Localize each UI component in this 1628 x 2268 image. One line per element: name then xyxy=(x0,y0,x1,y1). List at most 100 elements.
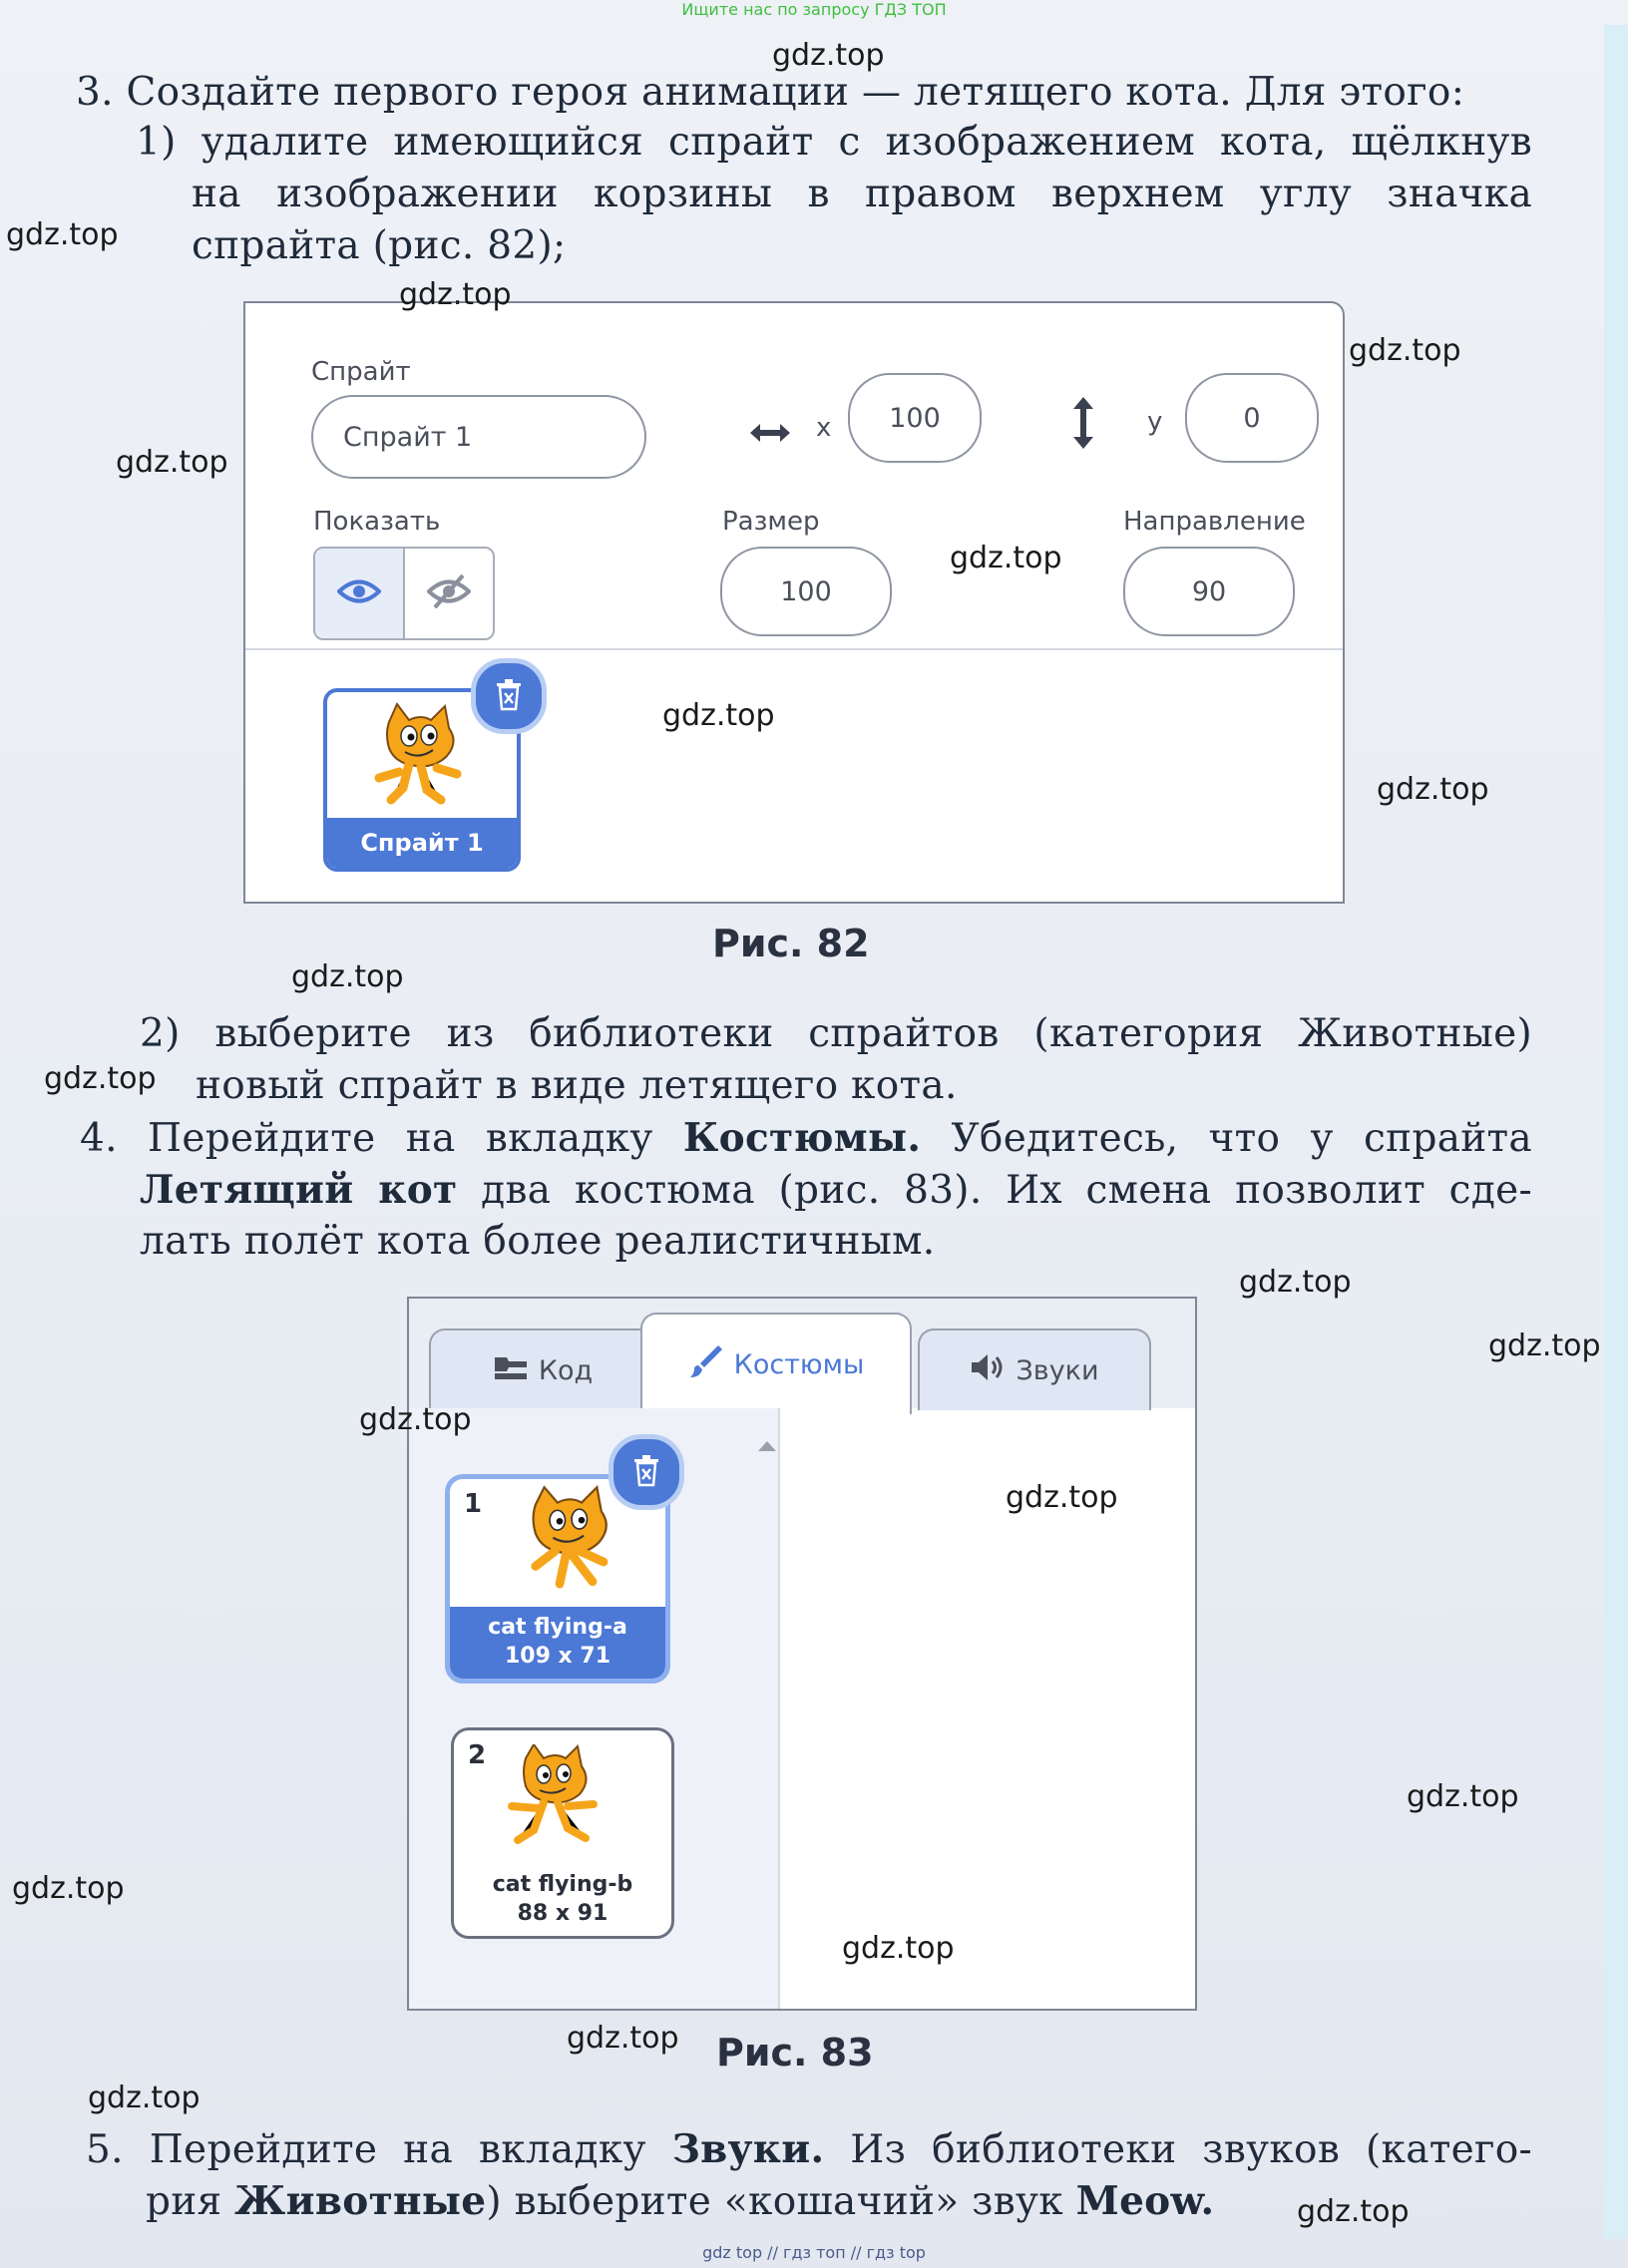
page-edge xyxy=(1604,25,1628,2239)
sprite-info-panel: Спрайт Спрайт 1 x 100 y 0 Показать xyxy=(243,301,1345,904)
costume-item-1[interactable]: 1 cat flying-a 109 x 71 xyxy=(445,1474,670,1684)
watermark: gdz.top xyxy=(1006,1480,1118,1515)
tab-sounds-label: Звуки xyxy=(1016,1354,1099,1386)
costume-item-2[interactable]: 2 cat flying-b 88 x 91 xyxy=(451,1727,674,1939)
task5-line2-c: ) выберите «кошачий» звук xyxy=(486,2179,1076,2224)
fig82-caption: Рис. 82 xyxy=(712,922,870,965)
y-field[interactable]: 0 xyxy=(1185,373,1319,463)
trash-icon xyxy=(631,1453,661,1491)
task4-line1-c: Убедитесь, что у спрайта xyxy=(921,1116,1532,1161)
watermark: gdz.top xyxy=(662,698,775,733)
show-button[interactable] xyxy=(315,549,405,638)
watermark: gdz.top xyxy=(291,959,404,994)
task5-line2: рия Животные) выберите «кошачий» звук Me… xyxy=(146,2178,1214,2224)
scroll-up-arrow-icon[interactable] xyxy=(756,1438,778,1457)
watermark: gdz.top xyxy=(359,1402,472,1437)
top-banner[interactable]: Ищите нас по запросу ГДЗ ТОП xyxy=(681,0,947,19)
watermark: gdz.top xyxy=(1488,1328,1601,1363)
task3-line1: 3. Создайте первого героя анимации — лет… xyxy=(76,70,1465,115)
show-label: Показать xyxy=(313,507,441,537)
task3-line2: 1) удалите имеющийся спрайт с изображени… xyxy=(136,120,1532,165)
code-icon xyxy=(493,1353,529,1388)
task4-line1-a: 4. Перейдите на вкладку xyxy=(80,1116,683,1161)
costume-info: cat flying-b 88 x 91 xyxy=(454,1870,671,1936)
task4-tab-costumes: Костюмы. xyxy=(682,1115,922,1161)
x-field[interactable]: 100 xyxy=(848,373,982,463)
size-value: 100 xyxy=(780,575,832,607)
task4-line2: Летящий кот два костюма (рис. 83). Их см… xyxy=(140,1167,1532,1213)
tab-code[interactable]: Код xyxy=(429,1328,656,1410)
hide-button[interactable] xyxy=(405,549,493,638)
size-field[interactable]: 100 xyxy=(720,547,892,636)
costume-name: cat flying-a xyxy=(488,1615,627,1640)
watermark: gdz.top xyxy=(1297,2194,1410,2229)
direction-label: Направление xyxy=(1123,507,1306,537)
task5-line1-c: Из библиотеки звуков (катего- xyxy=(824,2127,1533,2172)
task3-line4: спрайта (рис. 82); xyxy=(192,223,567,268)
task4-sprite-name: Летящий кот xyxy=(140,1167,458,1213)
vertical-arrows-icon xyxy=(1069,395,1097,455)
task5-tab-sounds: Звуки. xyxy=(671,2126,825,2172)
costume-size: 109 x 71 xyxy=(504,1644,611,1669)
delete-sprite-button[interactable] xyxy=(471,658,547,734)
cat-flying-a-icon xyxy=(516,1484,625,1599)
task3-line5: 2) выберите из библиотеки спрайтов (кате… xyxy=(140,1011,1532,1056)
watermark: gdz.top xyxy=(1377,772,1489,807)
costume-name: cat flying-b xyxy=(492,1872,633,1897)
costume-number: 2 xyxy=(468,1740,487,1770)
brush-icon xyxy=(688,1343,724,1386)
sprite-name-field[interactable]: Спрайт 1 xyxy=(311,395,646,479)
watermark: gdz.top xyxy=(44,1061,157,1096)
task3-line5-text: 2) выберите из библиотеки спрайтов (кате… xyxy=(140,1011,1532,1056)
watermark: gdz.top xyxy=(116,445,228,480)
sprite-thumbnail-name: Спрайт 1 xyxy=(327,818,517,868)
task3-line6: новый спрайт в виде летящего кота. xyxy=(196,1063,958,1108)
task5-line1: 5. Перейдите на вкладку Звуки. Из библио… xyxy=(86,2126,1532,2172)
tab-code-label: Код xyxy=(538,1354,594,1386)
eye-icon xyxy=(336,576,382,610)
watermark: gdz.top xyxy=(842,1931,955,1966)
fig83-caption: Рис. 83 xyxy=(716,2031,874,2075)
direction-value: 90 xyxy=(1191,575,1227,607)
y-value: 0 xyxy=(1243,402,1261,434)
direction-field[interactable]: 90 xyxy=(1123,547,1295,636)
watermark: gdz.top xyxy=(6,217,119,252)
trash-icon xyxy=(494,677,524,715)
costume-info: cat flying-a 109 x 71 xyxy=(450,1607,665,1679)
watermark: gdz.top xyxy=(1239,1265,1352,1300)
costumes-panel: Код Костюмы Звуки 1 xyxy=(407,1297,1197,2011)
task5-line1-a: 5. Перейдите на вкладку xyxy=(86,2127,672,2172)
x-value: 100 xyxy=(889,402,941,434)
panel-divider xyxy=(245,648,1343,650)
speaker-icon xyxy=(970,1351,1006,1390)
costume-number: 1 xyxy=(464,1489,483,1519)
size-label: Размер xyxy=(722,507,820,537)
delete-costume-button[interactable] xyxy=(609,1434,684,1510)
tab-costumes[interactable]: Костюмы xyxy=(640,1313,912,1414)
costume-size: 88 x 91 xyxy=(517,1901,609,1926)
tab-costumes-label: Костюмы xyxy=(733,1348,865,1380)
sprite-label: Спрайт xyxy=(311,357,411,387)
x-label: x xyxy=(816,413,832,443)
tab-sounds[interactable]: Звуки xyxy=(918,1328,1151,1410)
task4-line1: 4. Перейдите на вкладку Костюмы. Убедите… xyxy=(80,1115,1532,1161)
watermark: gdz.top xyxy=(12,1871,125,1906)
task3-line3: на изображении корзины в правом верхнем … xyxy=(192,172,1532,216)
sprite-thumbnail[interactable]: Спрайт 1 xyxy=(323,688,521,872)
watermark: gdz.top xyxy=(88,2080,201,2115)
watermark: gdz.top xyxy=(1349,333,1461,368)
task4-line3: лать полёт кота более реалистичным. xyxy=(140,1219,936,1264)
task4-line2-b: два костюма (рис. 83). Их смена позволит… xyxy=(457,1168,1532,1213)
task5-category: Животные xyxy=(234,2178,487,2224)
cat-sprite-icon xyxy=(369,702,469,812)
cat-flying-b-icon xyxy=(504,1742,604,1858)
watermark: gdz.top xyxy=(567,2021,679,2056)
watermark: gdz.top xyxy=(399,277,512,312)
y-label: y xyxy=(1147,407,1163,437)
bottom-banner: gdz top // гдз топ // гдз top xyxy=(702,2243,926,2262)
watermark: gdz.top xyxy=(1407,1779,1519,1814)
task5-line2-a: рия xyxy=(146,2179,235,2224)
visibility-toggle[interactable] xyxy=(313,547,495,640)
eye-crossed-icon xyxy=(426,571,472,615)
